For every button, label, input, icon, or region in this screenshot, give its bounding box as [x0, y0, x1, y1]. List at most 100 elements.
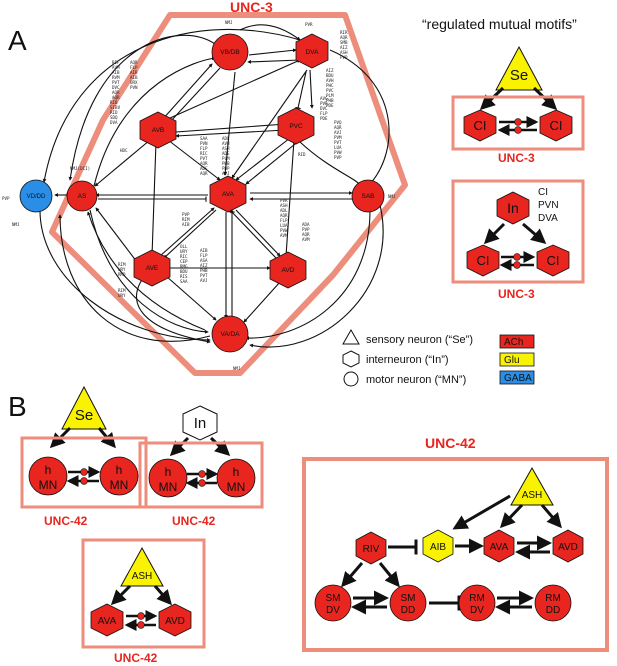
- svg-text:SM: SM: [326, 593, 341, 604]
- svg-text:AVA: AVA: [98, 616, 117, 627]
- big-node-smdv: SM DV: [314, 584, 352, 622]
- svg-text:h: h: [45, 463, 52, 477]
- node-vddd: VD/DD: [19, 179, 53, 213]
- input-list-item: URY: [118, 293, 126, 298]
- input-list-item: SMB: [340, 40, 348, 45]
- motif2-node-left: CI: [466, 244, 500, 277]
- svg-text:AVA: AVA: [490, 542, 509, 553]
- svg-text:AVA: AVA: [222, 191, 235, 198]
- input-list-item: RIM: [118, 262, 126, 267]
- svg-text:DD: DD: [546, 605, 560, 616]
- motifs-title: “regulated mutual motifs”: [422, 16, 577, 32]
- b2-node-right: h MN: [216, 458, 256, 498]
- input-list-item: AVJ: [222, 171, 230, 176]
- svg-text:ASH: ASH: [522, 490, 543, 501]
- svg-text:VB/DB: VB/DB: [220, 49, 240, 56]
- node-sab: SAB: [351, 179, 385, 213]
- input-list-item: AIZ: [340, 45, 348, 50]
- input-list-item: PHB: [200, 268, 208, 273]
- input-list-item: AQR: [280, 213, 288, 218]
- input-list-item: AVM: [280, 233, 288, 238]
- input-list-item: ASH: [340, 50, 348, 55]
- b2-edge-right: [209, 436, 231, 457]
- svg-text:MN: MN: [39, 478, 58, 492]
- input-list-item: AIZ: [326, 68, 334, 73]
- input-list-item: PDE: [320, 116, 328, 121]
- b3-label: UNC-42: [114, 651, 158, 665]
- inter-list-item: CI: [538, 187, 548, 198]
- input-list-item: PVR: [280, 198, 288, 203]
- input-list-item: DVA: [110, 120, 118, 125]
- input-list-item: AIB: [182, 222, 190, 227]
- motif2-box: [451, 179, 585, 284]
- nmj-label-bottom: NMJ: [233, 366, 241, 371]
- svg-text:In: In: [194, 415, 207, 432]
- input-list-item: PVW: [280, 228, 288, 233]
- b1-mutual-arrows: [66, 466, 101, 487]
- motif1-label: UNC-3: [498, 151, 535, 165]
- legend-hexagon-icon: [342, 350, 360, 368]
- input-list-item: AVM: [112, 65, 120, 70]
- input-list-item: PVN: [130, 85, 138, 90]
- input-list-item: URY: [180, 249, 188, 254]
- input-list-item: RIS: [180, 274, 188, 279]
- input-list-item: ASA: [200, 258, 208, 263]
- input-list-item: PVR: [320, 101, 328, 106]
- input-list-item: PVM: [334, 135, 342, 140]
- svg-text:AVD: AVD: [165, 616, 185, 627]
- input-list-item: PVQ: [334, 120, 342, 125]
- big-node-riv: RIV: [355, 531, 387, 565]
- svg-text:CI: CI: [474, 118, 487, 133]
- input-list-item: SAA: [180, 279, 188, 284]
- input-list-item: ADL: [222, 136, 230, 141]
- input-list-item: PLM: [222, 156, 230, 161]
- svg-text:CI: CI: [547, 253, 560, 268]
- input-list-item: RIM: [118, 288, 126, 293]
- node-vbdb: VB/DB: [211, 33, 249, 71]
- input-list-item: SAA: [200, 136, 208, 141]
- input-list-item: AIB: [130, 70, 138, 75]
- network-small-labels: NMJ PVR NMJ(DCI) PVP NMJ HDC RID NMJ NMJ: [2, 20, 396, 371]
- input-list-item: AIB: [112, 70, 120, 75]
- input-list-item: PVP: [182, 212, 190, 217]
- input-list-item: RID: [110, 110, 118, 115]
- b3-sensory: ASH: [120, 546, 164, 587]
- input-list-item: OLL: [180, 244, 188, 249]
- legend-gaba: GABA: [504, 373, 532, 384]
- pvp-label: PVP: [2, 196, 10, 201]
- node-ave: AVE: [133, 249, 171, 287]
- big-node-ava: AVA: [483, 529, 515, 563]
- input-list-item: ASH: [280, 203, 288, 208]
- b3-node-ava: AVA: [90, 603, 124, 637]
- legend-glu: Glu: [504, 355, 520, 366]
- legend-inter: interneuron (“In”): [366, 354, 449, 366]
- unc3-region-outline: [49, 12, 408, 376]
- input-list-item: AVJ: [200, 278, 208, 283]
- network-nodes: VB/DB DVA AVB PVC AS VD/DD AVA SAB: [19, 33, 385, 353]
- svg-text:RM: RM: [545, 593, 561, 604]
- node-ava: AVA: [209, 175, 247, 213]
- svg-text:ASH: ASH: [132, 571, 153, 582]
- legend-triangle-icon: [342, 328, 360, 345]
- input-list-item: FLP: [320, 111, 328, 116]
- motif1-box: [451, 95, 585, 151]
- input-lists: RIFAVMAIBRVMPVTDVCAQRAQRAQRFLPAIBAIBURXP…: [110, 30, 348, 298]
- big-ash-to-aib: [452, 494, 511, 530]
- input-list-item: PLM: [326, 93, 334, 98]
- input-list-item: PVP: [340, 55, 348, 60]
- svg-text:DV: DV: [470, 605, 484, 616]
- nmj-label-right: NMJ: [388, 194, 396, 199]
- b1-sensory: Se: [61, 385, 107, 430]
- panel-b-letter: B: [8, 391, 27, 422]
- input-list-item: RIB: [110, 100, 118, 105]
- input-list-item: RIM: [182, 217, 190, 222]
- input-list-item: PHB: [222, 161, 230, 166]
- input-list-item: AIZ: [200, 263, 208, 268]
- svg-text:MN: MN: [227, 480, 246, 494]
- input-list-item: ADA: [302, 222, 310, 227]
- input-list-item: PVP: [334, 155, 342, 160]
- svg-text:Se: Se: [75, 407, 93, 424]
- input-list-item: RMG: [180, 264, 188, 269]
- input-list-item: AVH: [222, 141, 230, 146]
